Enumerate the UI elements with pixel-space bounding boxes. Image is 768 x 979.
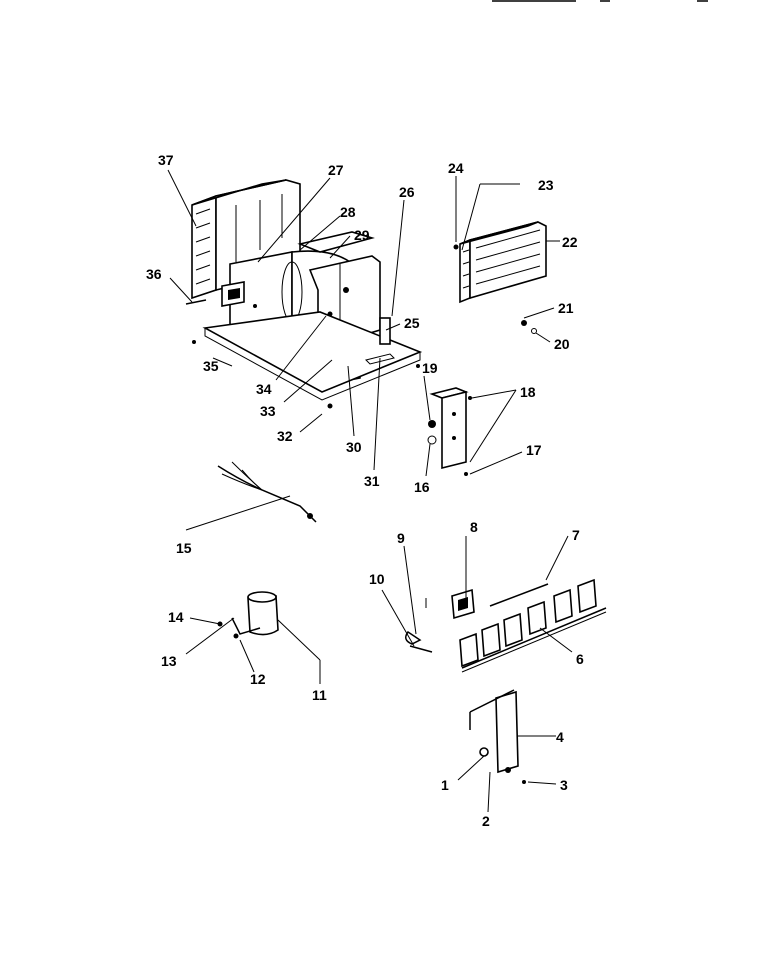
- control-bracket: [427, 387, 472, 476]
- callout-18: 18: [520, 384, 536, 400]
- callout-26: 26: [399, 184, 415, 200]
- callout-32: 32: [277, 428, 293, 444]
- callout-12: 12: [250, 671, 266, 687]
- callout-11: 11: [312, 687, 327, 703]
- leader-lines: [167, 169, 573, 813]
- callout-35: 35: [203, 358, 219, 374]
- callout-23: 23: [538, 177, 554, 193]
- callout-30: 30: [346, 439, 362, 455]
- callout-16: 16: [414, 479, 430, 495]
- condenser-coil: [459, 221, 547, 304]
- callout-21: 21: [558, 300, 574, 316]
- callout-27: 27: [328, 162, 344, 178]
- switch-parts: [405, 588, 475, 653]
- callout-4: 4: [556, 729, 564, 745]
- louver-assembly: [459, 578, 607, 673]
- callout-24: 24: [448, 160, 464, 176]
- callout-19: 19: [422, 360, 438, 376]
- callout-2: 2: [482, 813, 490, 829]
- callout-34: 34: [256, 381, 272, 397]
- callout-9: 9: [397, 530, 405, 546]
- callout-29: 29: [354, 227, 370, 243]
- callout-15: 15: [176, 540, 192, 556]
- callout-13: 13: [161, 653, 177, 669]
- callout-25: 25: [404, 315, 420, 331]
- callout-36: 36: [146, 266, 162, 282]
- callout-10: 10: [369, 571, 385, 587]
- small-fasteners: [185, 244, 537, 409]
- callout-1: 1: [441, 777, 449, 793]
- callout-28: 28: [340, 204, 356, 220]
- callout-17: 17: [526, 442, 542, 458]
- base-pan: [202, 311, 423, 401]
- callout-14: 14: [168, 609, 184, 625]
- callout-6: 6: [576, 651, 584, 667]
- callout-7: 7: [572, 527, 580, 543]
- wiring-harness: [217, 461, 317, 523]
- callout-22: 22: [562, 234, 578, 250]
- capacitor: [217, 591, 279, 639]
- bracket-assembly: [469, 689, 526, 784]
- callout-20: 20: [554, 336, 570, 352]
- callout-8: 8: [470, 519, 478, 535]
- callout-numbers: 1 2 3 4 6 7 8 9 10 11 12 13 14 15 16 17 …: [146, 152, 584, 829]
- callout-33: 33: [260, 403, 276, 419]
- callout-37: 37: [158, 152, 174, 168]
- callout-31: 31: [364, 473, 380, 489]
- callout-3: 3: [560, 777, 568, 793]
